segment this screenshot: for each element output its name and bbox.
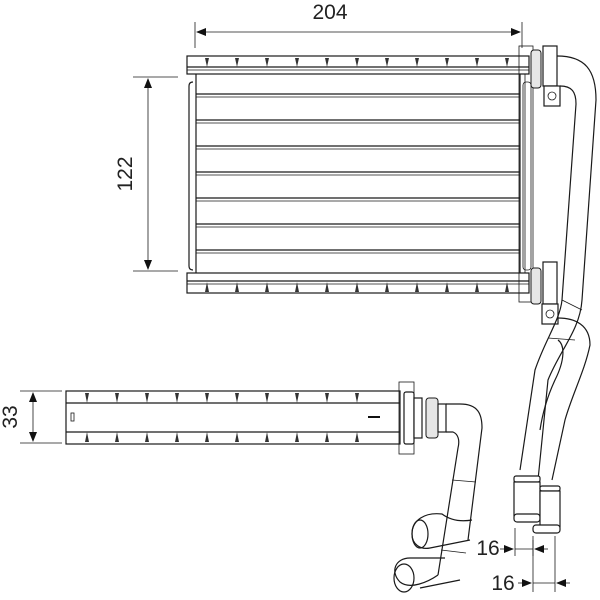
dimension-pipe-diameter-1: 16 <box>476 528 548 560</box>
dimension-depth: 33 <box>0 390 62 444</box>
dimension-width: 204 <box>194 1 523 48</box>
slot-icon <box>70 412 75 422</box>
top-tank <box>186 55 530 75</box>
screw-icon <box>547 91 557 101</box>
screw-icon <box>545 309 555 319</box>
dimension-label-depth: 33 <box>0 405 22 428</box>
side-pipe <box>393 403 483 593</box>
dimension-label-pipe-1: 16 <box>476 537 499 560</box>
dimension-height: 122 <box>114 76 178 272</box>
dimension-label-pipe-2: 16 <box>491 572 514 595</box>
lower-pipe-fitting <box>530 261 559 325</box>
side-view: 33 <box>0 381 483 593</box>
upper-pipe-fitting <box>530 45 561 107</box>
core-tubes <box>196 93 520 254</box>
bottom-tank <box>186 272 530 294</box>
dimension-label-width: 204 <box>312 1 347 24</box>
dimension-pipe-diameter-2: 16 <box>491 536 570 595</box>
dimension-label-height: 122 <box>114 156 137 191</box>
front-view: 204 122 <box>114 1 597 534</box>
core-body <box>188 74 532 273</box>
side-plate <box>518 45 534 303</box>
outlet-pipes <box>513 55 597 534</box>
